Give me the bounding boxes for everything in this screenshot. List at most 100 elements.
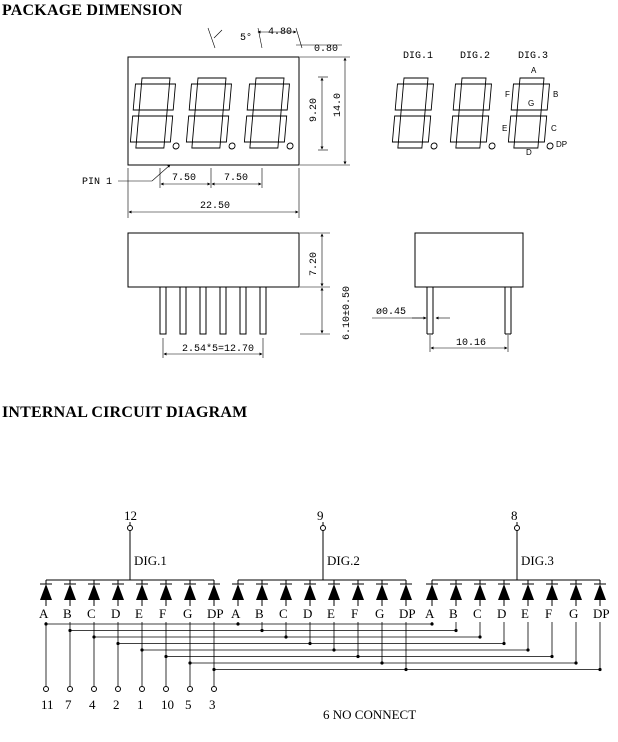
segment (252, 109, 282, 117)
pin-lead (179, 286, 187, 335)
front-digits (129, 77, 294, 150)
decimal-point (430, 142, 438, 150)
segment-digit-2 (449, 77, 496, 150)
led-diode: G (569, 580, 582, 621)
segment-pin-number: 2 (113, 697, 120, 712)
segment-label: C (87, 606, 96, 621)
led-diode: B (63, 580, 76, 621)
pin-lead (239, 286, 247, 335)
segment-label: C (473, 606, 482, 621)
segment-label: B (63, 606, 72, 621)
pin-lead (259, 286, 267, 335)
pin-length-label: 6.10±0.50 (342, 286, 353, 340)
led-diode: E (521, 580, 534, 621)
pin-lead (219, 286, 227, 335)
led-diode: C (87, 580, 100, 621)
segment (249, 141, 279, 149)
segment-label: DP (593, 606, 610, 621)
front-digit-2 (185, 77, 236, 150)
segment-label: E (135, 606, 143, 621)
common-pin-number: 9 (317, 508, 324, 523)
segment-digit-1 (391, 77, 438, 150)
segment-label: G (569, 606, 578, 621)
segment-pin-terminal (163, 686, 169, 692)
digit-label-2: DIG.2 (460, 51, 490, 62)
segment-label: A (39, 606, 49, 621)
decimal-point (228, 142, 236, 150)
segment-bus: 1 (137, 622, 530, 712)
seg-letter-dp: DP (556, 140, 567, 149)
front-body-outline (127, 56, 300, 166)
segment (460, 77, 487, 85)
pin1-label: PIN 1 (82, 177, 112, 188)
segment (219, 115, 230, 143)
segment-label: G (375, 606, 384, 621)
pin-diameter-label: ø0.45 (376, 307, 406, 318)
pin-lead (199, 286, 207, 335)
segment (516, 109, 542, 117)
digit-label-3: DIG.3 (518, 51, 548, 62)
segment (138, 109, 168, 117)
segment-label: D (303, 606, 312, 621)
package-dimension-heading: PACKAGE DIMENSION (2, 2, 183, 19)
segment-label: B (449, 606, 458, 621)
segment (243, 115, 254, 143)
segment (400, 109, 426, 117)
segment-view-digits (391, 77, 554, 150)
segment-pin-number: 4 (89, 697, 96, 712)
led-diode: B (449, 580, 462, 621)
common-pin-terminal (127, 525, 133, 531)
seg-letter-b: B (553, 90, 558, 99)
led-diode: G (183, 580, 196, 621)
body-width-label: 22.50 (200, 201, 230, 212)
segment-label: E (521, 606, 529, 621)
segment-label: DP (399, 606, 416, 621)
led-diode: D (497, 580, 510, 621)
led-diode: E (327, 580, 340, 621)
segment (222, 83, 232, 111)
decimal-point (172, 142, 180, 150)
segment (421, 115, 432, 143)
segment-label: D (111, 606, 120, 621)
segment (394, 83, 404, 111)
led-diode: C (279, 580, 292, 621)
led-diode: DP (207, 580, 224, 621)
segment-width-label: 4.80 (268, 27, 292, 38)
segment (540, 83, 550, 111)
segment (254, 77, 285, 85)
segment-pin-number: 7 (65, 697, 72, 712)
segment (140, 77, 171, 85)
seg-letter-d: D (526, 148, 532, 157)
segment-label: DP (207, 606, 224, 621)
pitch-1-label: 7.50 (172, 173, 196, 184)
internal-circuit-heading: INTERNAL CIRCUIT DIAGRAM (2, 404, 248, 421)
segment (449, 115, 460, 143)
side-view-pins (159, 286, 267, 335)
slant-label: 5° (240, 32, 252, 44)
segment-bus: 10 (161, 622, 554, 712)
segment-bus: 2 (113, 622, 506, 712)
segment-bus: 4 (89, 622, 482, 712)
segment (518, 77, 545, 85)
segment (510, 83, 520, 111)
led-diode: A (425, 580, 438, 621)
segment-thickness-label: 0.80 (314, 44, 338, 55)
segment-bus: 11 (41, 622, 434, 712)
pin-row-label: 2.54*5=12.70 (182, 343, 254, 355)
segment (185, 115, 196, 143)
led-diode: E (135, 580, 148, 621)
seg-letter-c: C (551, 124, 557, 133)
common-pin-number: 12 (124, 508, 137, 523)
segment-label: F (545, 606, 552, 621)
segment (191, 141, 221, 149)
segment (507, 115, 518, 143)
segment-pin-terminal (211, 686, 217, 692)
segment (482, 83, 492, 111)
led-diode: A (231, 580, 244, 621)
segment (391, 115, 402, 143)
segment (188, 83, 198, 111)
segment (196, 77, 227, 85)
segment-bus: 3 (209, 622, 602, 712)
